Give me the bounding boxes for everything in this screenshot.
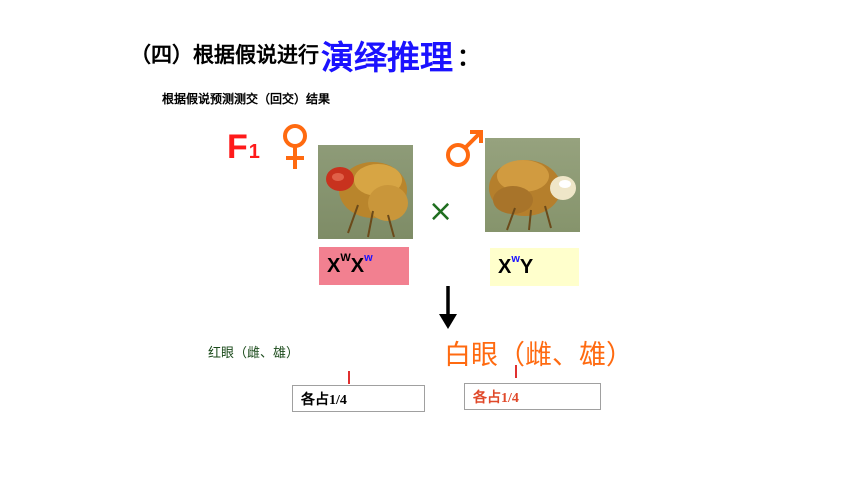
red-result-tick: [348, 371, 350, 384]
male-symbol-icon: [444, 129, 486, 173]
f1-label: F1: [227, 128, 260, 167]
f1-letter: F: [227, 128, 248, 166]
genotype-y: Y: [519, 255, 534, 278]
subtitle: 根据假说预测测交（回交）结果: [162, 92, 331, 106]
cross-symbol: ×: [428, 194, 454, 229]
heading-colon: ：: [457, 43, 481, 71]
genotype-x1: X: [327, 254, 341, 277]
heading-prefix: （四）根据假说进行: [130, 43, 319, 67]
down-arrow-icon: [438, 284, 458, 334]
genotype-allele: w: [511, 253, 520, 265]
f1-subscript: 1: [248, 141, 260, 163]
slide-heading: （四）根据假说进行 演绎推理 ：: [130, 30, 481, 80]
heading-highlight: 演绎推理: [321, 38, 453, 77]
genotype-x2: X: [350, 254, 365, 277]
genotype-allele-2: w: [364, 252, 373, 264]
red-eye-result-label: 红眼（雌、雄）: [208, 346, 300, 361]
female-fly-photo: [318, 145, 413, 239]
female-symbol-icon: [280, 122, 310, 176]
white-result-tick: [515, 365, 517, 378]
genotype-allele-1: W: [340, 252, 351, 264]
white-ratio-box: 各占1/4: [464, 383, 601, 410]
red-ratio-box: 各占1/4: [292, 385, 425, 412]
male-fly-photo: [485, 138, 580, 232]
white-eye-result-label: 白眼（雌、雄）: [444, 340, 633, 371]
genotype-x: X: [498, 255, 512, 278]
